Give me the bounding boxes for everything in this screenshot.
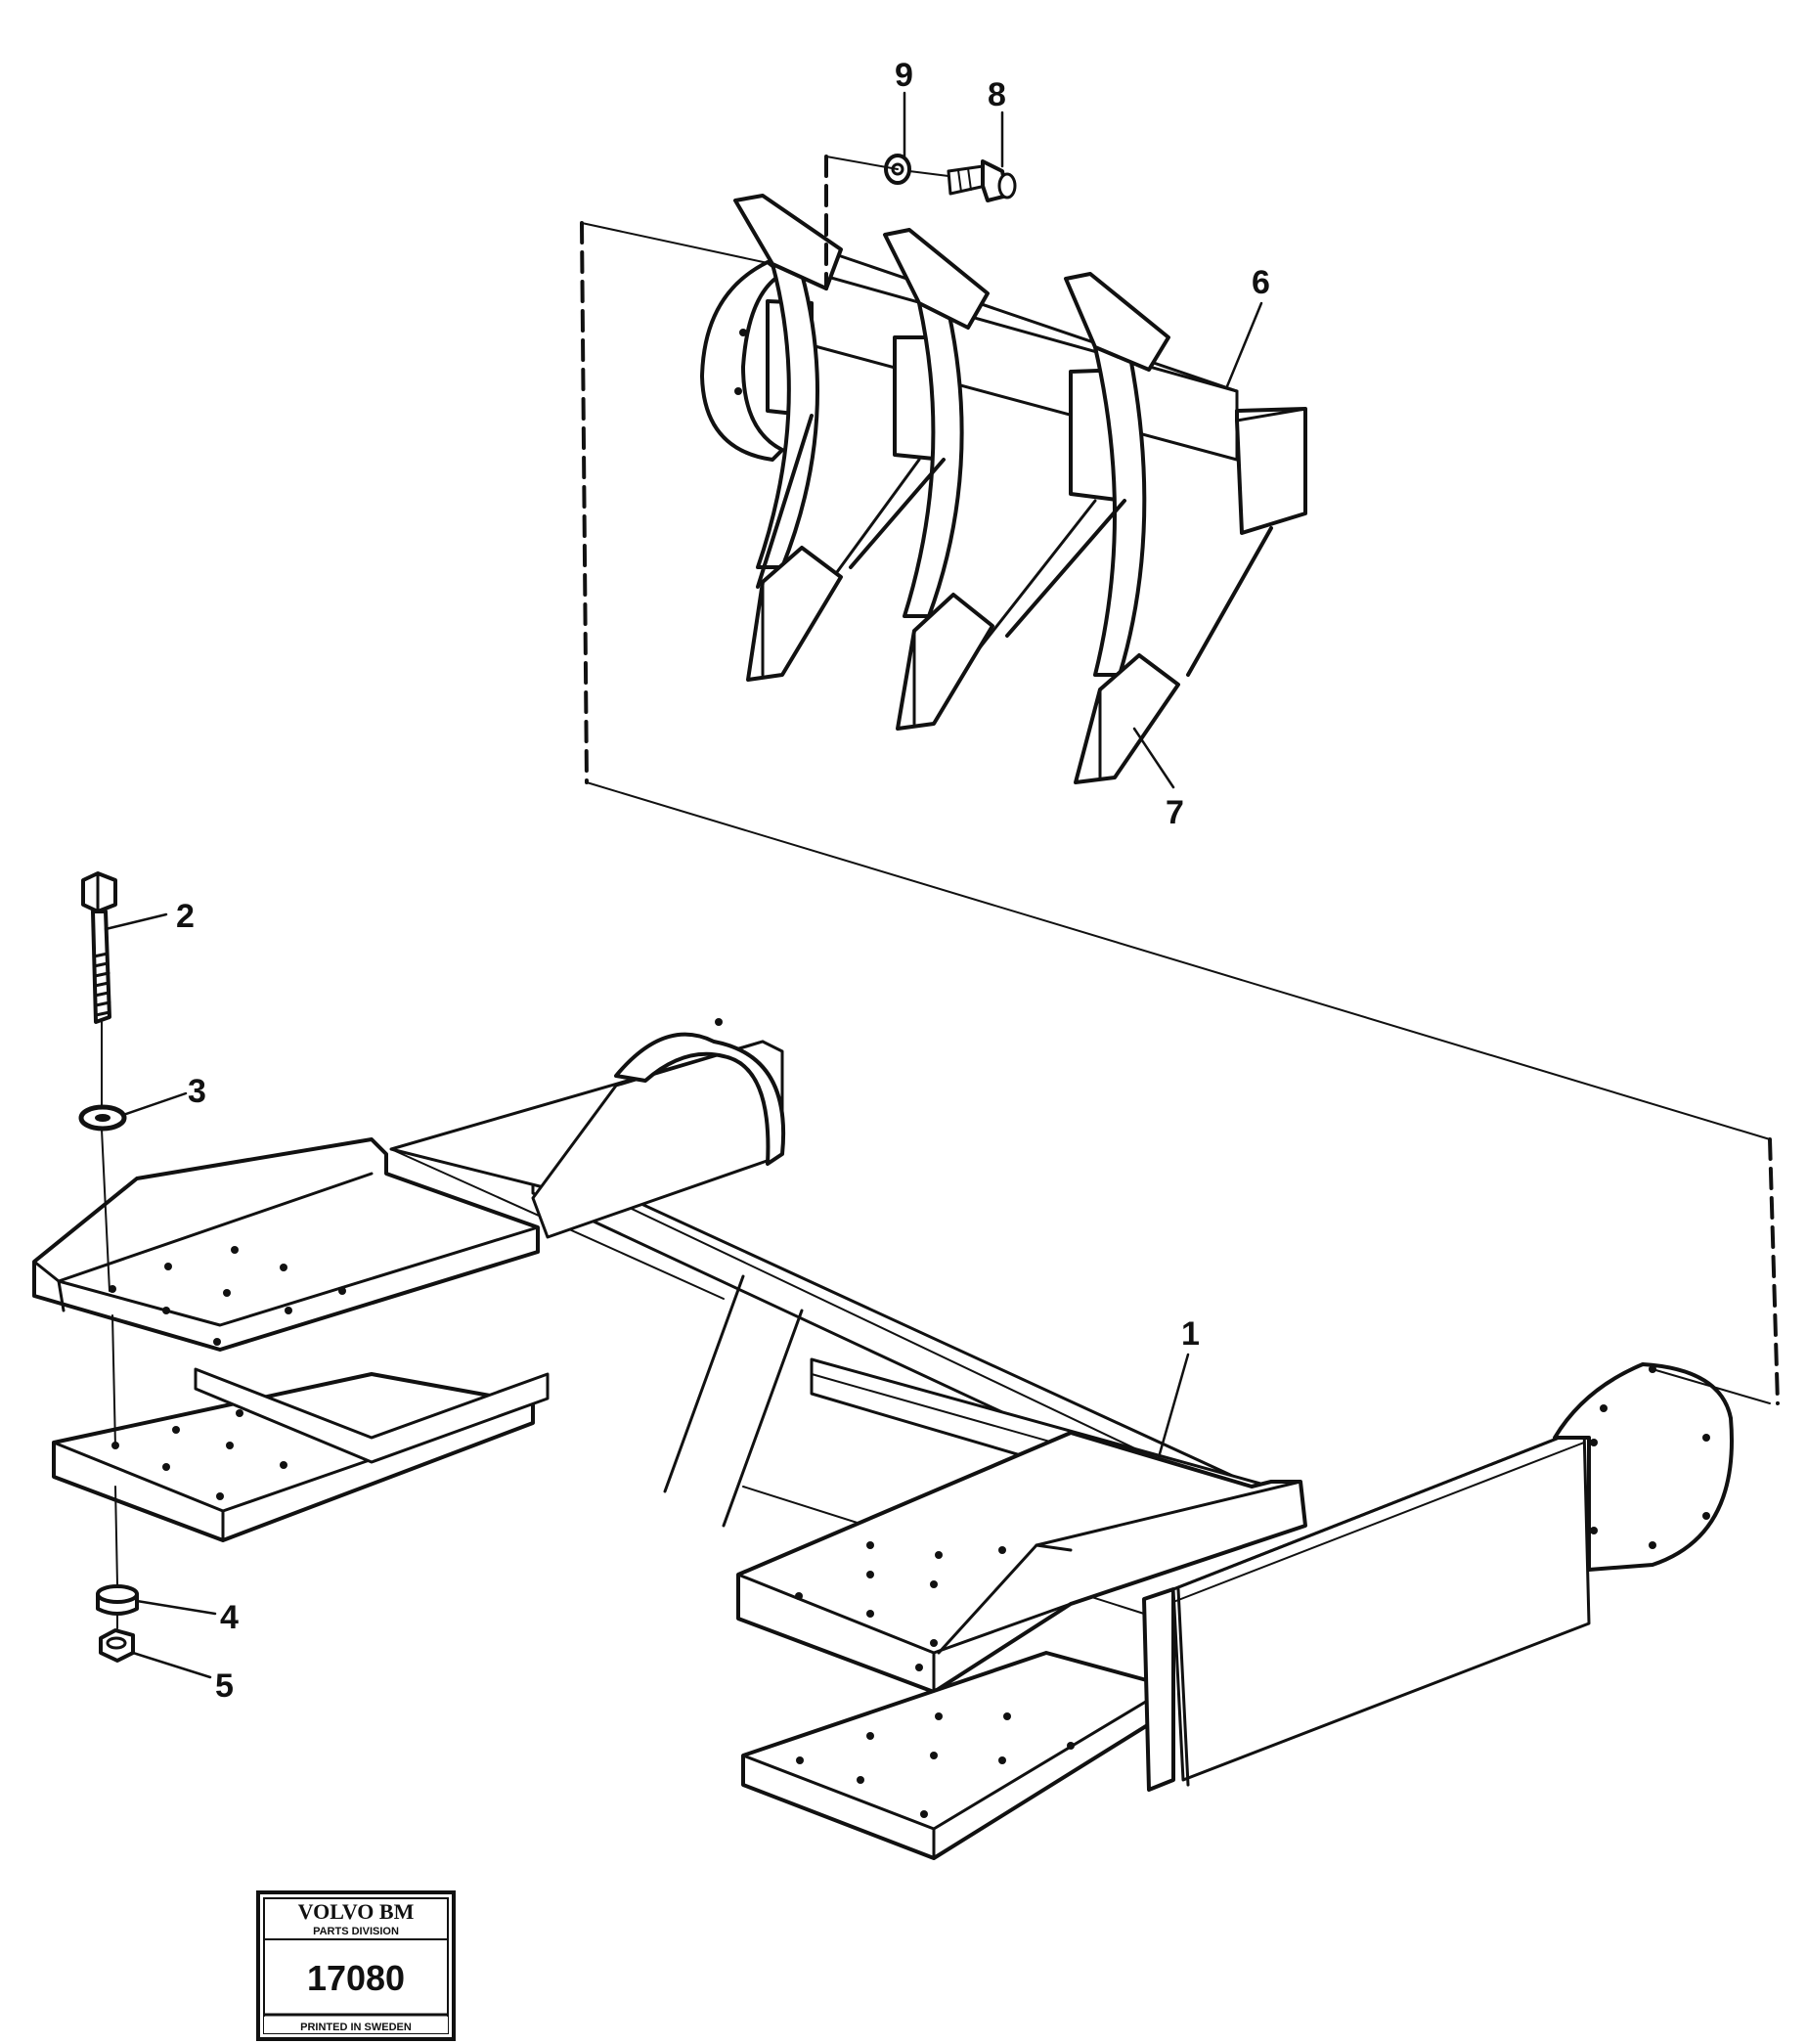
frame-right-flange bbox=[1553, 1362, 1734, 1572]
ripper-flange-plate bbox=[700, 260, 784, 462]
ripper-crossbeam bbox=[780, 262, 1239, 462]
beam-break-line-right bbox=[722, 1309, 804, 1528]
ripper-bolt-and-washer bbox=[884, 154, 1017, 202]
ripper-shank-2 bbox=[903, 301, 964, 618]
ripper-assembly bbox=[700, 194, 1307, 784]
ripper-tooth-2 bbox=[896, 593, 994, 731]
beam-break-line-left bbox=[663, 1274, 745, 1493]
frame-right-side-plate bbox=[1142, 1587, 1175, 1792]
callout-1: 1 bbox=[1181, 1315, 1200, 1353]
callout-3: 3 bbox=[188, 1073, 206, 1110]
frame-left-upper-plate bbox=[32, 1137, 540, 1352]
frame-assembly bbox=[32, 1018, 1771, 1860]
stamp-brand: VOLVO BM bbox=[298, 1899, 415, 1924]
leader-lines bbox=[104, 91, 1263, 1679]
callout-labels: 1 2 3 4 5 6 7 8 9 bbox=[176, 57, 1270, 1705]
callout-7: 7 bbox=[1166, 794, 1184, 831]
parts-division-stamp: VOLVO BM PARTS DIVISION 17080 PRINTED IN… bbox=[256, 1890, 456, 2041]
callout-2: 2 bbox=[176, 898, 195, 935]
stamp-number: 17080 bbox=[307, 1958, 405, 1998]
stamp-division: PARTS DIVISION bbox=[313, 1926, 399, 1937]
frame-left-flange bbox=[614, 1032, 786, 1166]
ripper-assembly-lines bbox=[580, 155, 1780, 1405]
ripper-tooth-3 bbox=[1074, 653, 1180, 784]
callout-4: 4 bbox=[220, 1599, 239, 1636]
callout-5: 5 bbox=[215, 1667, 234, 1705]
bolt-stack bbox=[78, 871, 139, 1663]
frame-left-lower-plate bbox=[52, 1372, 535, 1542]
stamp-footer: PRINTED IN SWEDEN bbox=[300, 2022, 412, 2033]
callout-8: 8 bbox=[988, 76, 1006, 113]
callout-6: 6 bbox=[1252, 264, 1270, 301]
callout-9: 9 bbox=[895, 57, 913, 94]
ripper-tooth-1 bbox=[746, 546, 843, 682]
